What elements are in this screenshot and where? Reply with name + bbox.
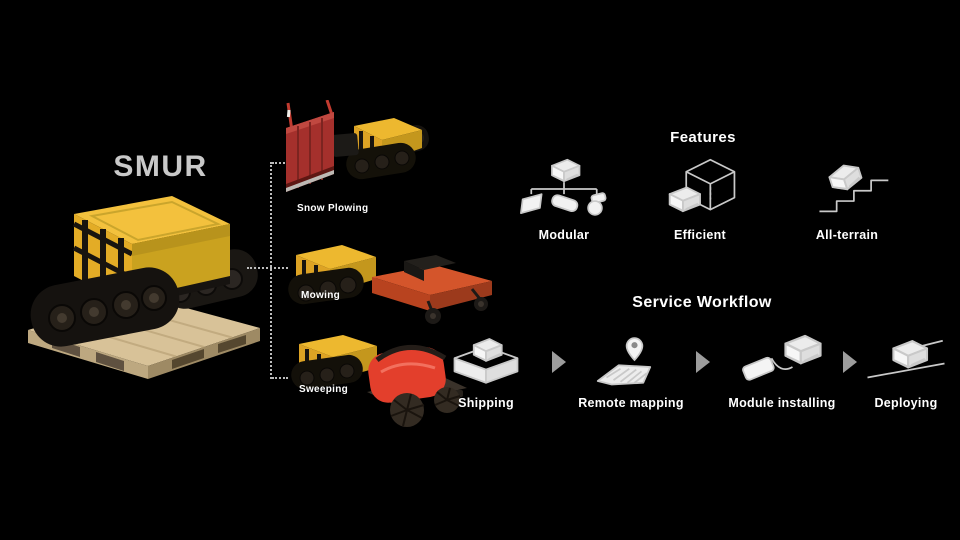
- product-title: SMUR: [113, 150, 208, 183]
- module-installing-icon: [742, 334, 822, 381]
- efficient-icon: [668, 158, 736, 213]
- hero-robot-image: [28, 196, 260, 379]
- shipping-crate-icon: [453, 338, 519, 384]
- all-terrain-icon: [819, 160, 889, 213]
- connector-branch-bottom: [272, 377, 288, 379]
- workflow-arrow-icon: [696, 351, 710, 373]
- features-section-title: Features: [670, 129, 736, 146]
- workflow-arrow-icon: [843, 351, 857, 373]
- workflow-arrow-icon: [552, 351, 566, 373]
- workflow-step-shipping: Shipping: [421, 332, 551, 410]
- feature-all-terrain: All-terrain: [782, 158, 912, 242]
- workflow-label-module-installing: Module installing: [728, 396, 836, 410]
- feature-label-modular: Modular: [538, 228, 590, 242]
- variant-label-snow-plowing: Snow Plowing: [297, 203, 369, 214]
- feature-label-all-terrain: All-terrain: [815, 228, 879, 242]
- deploying-icon: [867, 339, 945, 379]
- variant-label-mowing: Mowing: [301, 290, 341, 301]
- sweeping-robot-image: [291, 335, 467, 427]
- connector-vertical-line: [270, 162, 272, 379]
- feature-efficient: Efficient: [635, 158, 765, 242]
- connector-branch-top: [272, 162, 288, 164]
- workflow-section-title: Service Workflow: [632, 294, 772, 311]
- feature-modular: Modular: [499, 158, 629, 242]
- mowing-robot-image: [288, 245, 492, 324]
- workflow-step-remote-mapping: Remote mapping: [551, 332, 711, 410]
- variant-label-sweeping: Sweeping: [299, 384, 349, 395]
- remote-mapping-icon: [596, 337, 652, 386]
- connector-branch-middle: [247, 267, 288, 269]
- workflow-label-shipping: Shipping: [458, 396, 514, 410]
- modular-icon: [520, 158, 607, 216]
- feature-label-efficient: Efficient: [673, 228, 726, 242]
- workflow-step-module-installing: Module installing: [697, 332, 867, 410]
- snow-plowing-robot-image: [286, 100, 429, 192]
- workflow-label-remote-mapping: Remote mapping: [578, 396, 684, 410]
- workflow-step-deploying: Deploying: [841, 332, 960, 410]
- workflow-label-deploying: Deploying: [874, 396, 938, 410]
